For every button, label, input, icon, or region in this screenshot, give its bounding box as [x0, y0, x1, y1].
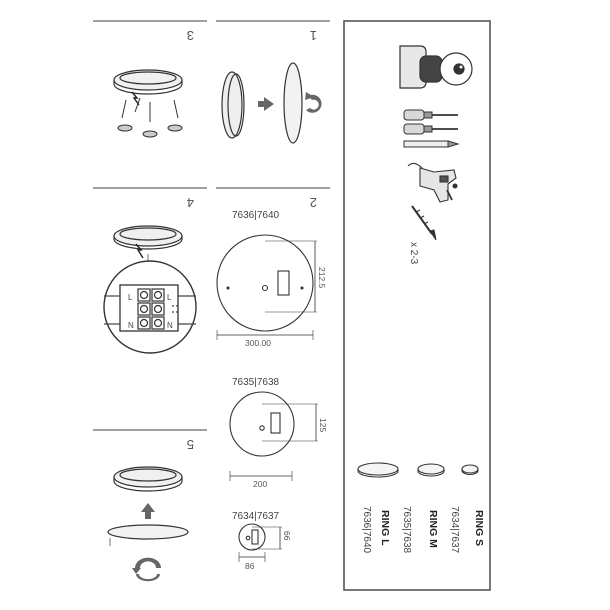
step-number-3: 3 — [187, 28, 194, 43]
medium-junction-box — [270, 412, 281, 434]
terminal-label-right-L: L — [167, 293, 172, 302]
step-5-illustration — [107, 466, 189, 582]
medium-plate-outline — [229, 391, 295, 457]
model-label-medium: 7635|7638 — [232, 377, 280, 388]
ring-m-codes: 7635|7638 — [401, 506, 412, 554]
step-4-illustration — [103, 225, 197, 354]
terminal-label-right-N: N — [167, 321, 173, 330]
small-height-dimension: 66 — [282, 531, 292, 541]
ring-s-name: RING S — [473, 510, 485, 546]
large-height-dimension: 212.5 — [317, 267, 327, 289]
screwdriver-icon — [403, 109, 458, 135]
fixture-side-view — [221, 71, 243, 139]
wires — [104, 295, 196, 325]
ring-s-shape — [461, 464, 479, 474]
step-number-2: 2 — [310, 195, 317, 210]
ceiling-plate — [113, 69, 183, 91]
ring-l-name: RING L — [379, 510, 391, 546]
glasses-safety-icon — [399, 45, 473, 89]
ceiling-plate-side — [113, 80, 183, 95]
terminal-label-left-N: N — [128, 321, 134, 330]
screw-icon — [411, 205, 437, 241]
step-3-illustration — [113, 69, 183, 138]
large-template — [216, 234, 317, 340]
screw-icon — [117, 97, 183, 138]
small-width-dimension: 86 — [245, 561, 255, 571]
warning-bolt-icon — [135, 243, 144, 259]
small-template — [238, 523, 282, 562]
ring-l-shape — [357, 462, 399, 476]
screw-count: x 2-3 — [408, 242, 419, 265]
drill-icon — [407, 162, 458, 203]
ring-m-name: RING M — [427, 510, 439, 548]
medium-width-dimension: 200 — [253, 479, 267, 489]
large-width-dimension: 300.00 — [245, 338, 271, 348]
diffuser-cover — [283, 62, 303, 144]
step-number-5: 5 — [187, 437, 194, 452]
rotate-icon — [132, 557, 161, 582]
ceiling-plate — [113, 225, 183, 247]
diffuser-cover — [107, 524, 189, 540]
small-junction-box — [251, 529, 259, 545]
tools-panel — [343, 20, 491, 591]
medium-template — [229, 391, 318, 481]
step-number-1: 1 — [310, 28, 317, 43]
terminal-screws — [137, 288, 165, 330]
model-label-large: 7636|7640 — [232, 210, 280, 221]
step-number-4: 4 — [187, 195, 194, 210]
fixture-body — [227, 73, 245, 137]
ring-m-shape — [417, 463, 445, 475]
arrow-right-icon — [258, 97, 274, 111]
terminal-label-left-L: L — [128, 293, 133, 302]
ceiling-plate-inner — [119, 71, 177, 85]
medium-height-dimension: 125 — [318, 418, 328, 432]
large-junction-box — [277, 270, 290, 296]
section-headers — [93, 20, 330, 431]
ring-l-codes: 7636|7640 — [361, 506, 372, 554]
small-plate-outline — [238, 523, 266, 551]
ring-s-codes: 7634|7637 — [449, 506, 460, 554]
large-plate-outline — [216, 234, 314, 332]
ring-size-icons — [357, 462, 479, 478]
pencil-icon — [403, 140, 460, 148]
rotate-icon — [305, 92, 322, 113]
warning-bolt-icon — [131, 91, 140, 106]
model-label-small: 7634|7637 — [232, 511, 280, 522]
arrow-up-icon — [141, 503, 155, 519]
fixture-top — [113, 466, 183, 488]
step-1-illustration — [221, 62, 322, 144]
